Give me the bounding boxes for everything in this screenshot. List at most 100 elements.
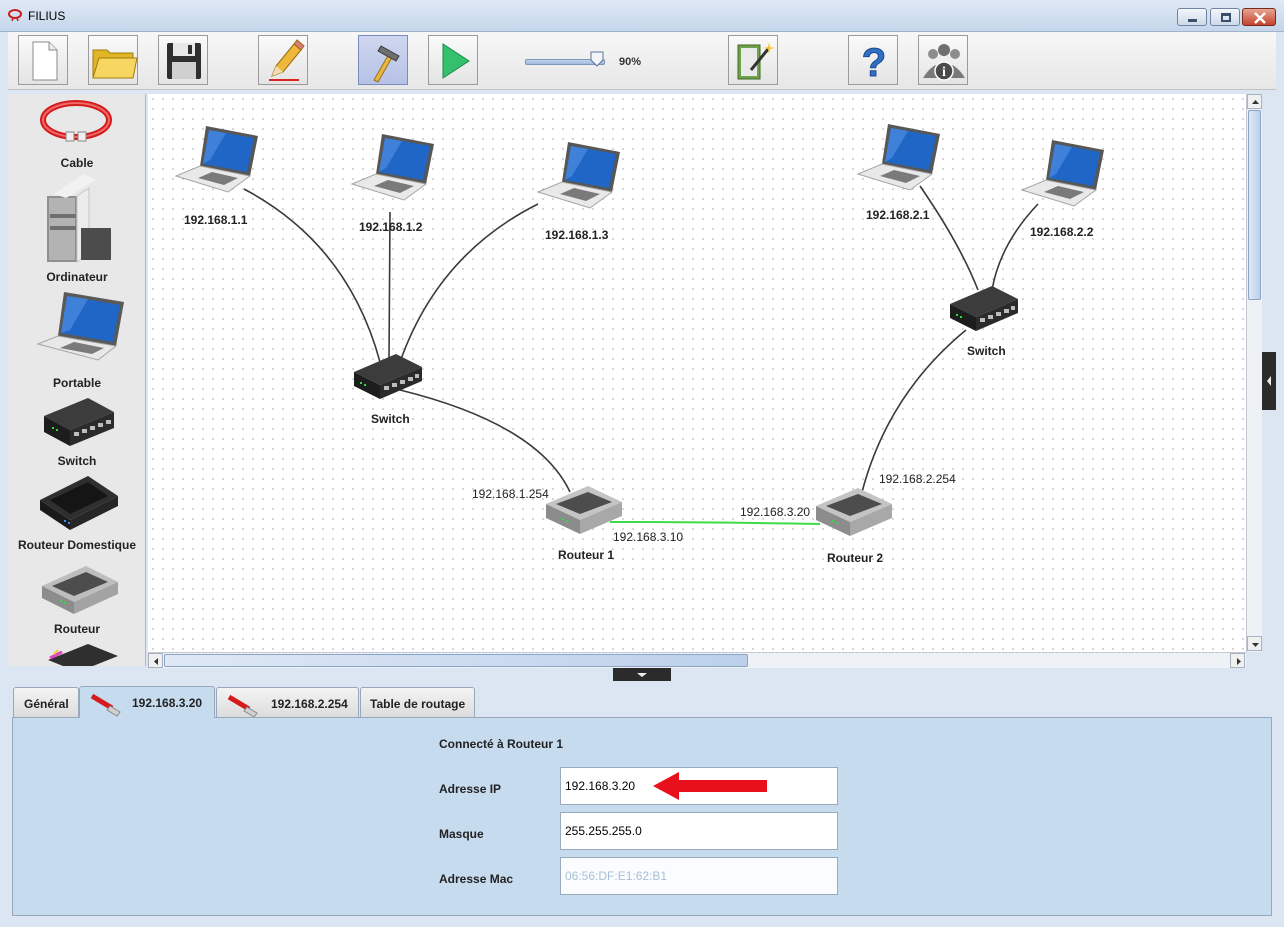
- cable-link-active: [609, 521, 821, 525]
- palette-computer[interactable]: [8, 170, 145, 269]
- palette-label: Routeur: [54, 622, 100, 636]
- scroll-left-button[interactable]: [148, 653, 163, 668]
- vertical-scroll-thumb[interactable]: [1248, 110, 1261, 300]
- cable-link: [399, 389, 571, 493]
- play-icon: [442, 43, 470, 79]
- filius-logo-icon: [8, 9, 22, 21]
- home-router-icon: [40, 476, 118, 530]
- simulation-button[interactable]: [428, 35, 478, 85]
- cable-link: [243, 188, 381, 363]
- build-mode-button[interactable]: [358, 35, 408, 85]
- wizard-button[interactable]: [728, 35, 778, 85]
- palette-label: Switch: [57, 454, 97, 468]
- cable-icon: [40, 100, 112, 142]
- maximize-button[interactable]: [1210, 8, 1240, 26]
- node-label: 192.168.1.2: [359, 220, 423, 234]
- scroll-right-button[interactable]: [1230, 653, 1245, 668]
- subnet-mask-input[interactable]: [560, 812, 838, 850]
- interface-settings: Connecté à Routeur 1 Adresse IP Masque A…: [12, 717, 1272, 916]
- cable-plug-icon: [90, 693, 121, 717]
- node-label: 192.168.1.3: [545, 228, 609, 242]
- computer-tower-icon: [47, 174, 111, 263]
- bottom-panel-toggle[interactable]: [613, 668, 671, 681]
- properties-panel: Général 192.168.3.20 192.168.2.254 Table…: [8, 681, 1276, 921]
- node-label: 192.168.1.1: [184, 213, 248, 227]
- cable-link: [399, 203, 539, 363]
- open-file-button[interactable]: [88, 35, 138, 85]
- tab-interface-192-168-2-254[interactable]: 192.168.2.254: [216, 687, 359, 718]
- cable-link: [919, 185, 979, 291]
- zoom-slider[interactable]: [525, 59, 605, 65]
- palette-cable[interactable]: [8, 96, 145, 154]
- arrow-left-icon: [1267, 376, 1271, 386]
- palette-home-router[interactable]: [8, 472, 145, 537]
- laptop-icon: [36, 292, 124, 361]
- scroll-down-button[interactable]: [1247, 636, 1262, 651]
- wizard-icon: [737, 42, 775, 80]
- node-label: Switch: [371, 412, 410, 426]
- tab-general[interactable]: Général: [13, 687, 79, 717]
- palette-router[interactable]: [8, 560, 145, 623]
- palette-laptop[interactable]: [8, 288, 145, 369]
- help-button[interactable]: ?: [848, 35, 898, 86]
- tab-label: Général: [24, 697, 69, 711]
- toolbar: 90% ? i: [8, 32, 1276, 90]
- router-icon: [42, 566, 118, 614]
- pencil-icon: [269, 39, 305, 81]
- subnet-mask-label: Masque: [439, 827, 484, 841]
- tab-routing-table[interactable]: Table de routage: [360, 687, 475, 717]
- info-icon: i: [923, 44, 965, 81]
- palette-modem[interactable]: [8, 642, 145, 666]
- node-label: 192.168.2.1: [866, 208, 930, 222]
- side-panel-toggle[interactable]: [1262, 352, 1276, 410]
- window-title: FILIUS: [28, 9, 66, 23]
- network-canvas[interactable]: 192.168.1.1 192.168.1.2 192.168.1.3 192.…: [148, 94, 1246, 652]
- zoom-slider-thumb[interactable]: [590, 51, 604, 67]
- node-label: 192.168.2.2: [1030, 225, 1094, 239]
- connected-to-label: Connecté à Routeur 1: [439, 737, 564, 751]
- cable-link: [861, 329, 967, 493]
- restore-icon: [1221, 13, 1231, 22]
- palette-switch[interactable]: [8, 394, 145, 453]
- switch-node[interactable]: [948, 284, 1022, 334]
- arrow-right-icon: [1237, 658, 1241, 665]
- design-mode-button[interactable]: [258, 35, 308, 85]
- new-file-icon: [32, 41, 58, 81]
- tab-interface-192-168-3-20[interactable]: 192.168.3.20: [79, 686, 215, 718]
- switch-icon: [44, 398, 114, 446]
- laptop-node[interactable]: [1018, 138, 1108, 218]
- save-button[interactable]: [158, 35, 208, 85]
- scroll-up-button[interactable]: [1247, 94, 1262, 109]
- close-button[interactable]: [1242, 8, 1276, 26]
- interface-label: 192.168.3.20: [740, 505, 811, 519]
- save-disk-icon: [167, 43, 201, 79]
- horizontal-scrollbar[interactable]: [148, 652, 1246, 668]
- minimize-button[interactable]: [1177, 8, 1207, 26]
- help-icon: ?: [861, 41, 886, 86]
- router-node[interactable]: [544, 482, 626, 544]
- cable-link: [991, 203, 1039, 291]
- hammer-icon: [373, 45, 400, 83]
- router-node[interactable]: [814, 484, 896, 546]
- component-palette: Cable Ordinateur Portable: [8, 94, 146, 666]
- laptop-node[interactable]: [348, 132, 438, 212]
- red-arrow-annotation: [653, 772, 767, 800]
- interface-label: 192.168.2.254: [879, 472, 956, 486]
- laptop-node[interactable]: [534, 140, 624, 220]
- new-file-button[interactable]: [18, 35, 68, 85]
- node-label: Switch: [967, 344, 1006, 358]
- svg-text:?: ?: [862, 41, 886, 85]
- network-links: [243, 185, 1039, 525]
- laptop-node[interactable]: [854, 122, 944, 202]
- palette-label: Ordinateur: [46, 270, 108, 284]
- interface-label: 192.168.1.254: [472, 487, 549, 501]
- switch-node[interactable]: [352, 352, 426, 402]
- palette-label: Portable: [52, 376, 101, 390]
- vertical-scrollbar[interactable]: [1246, 94, 1262, 652]
- title-bar: FILIUS: [0, 0, 1284, 32]
- info-button[interactable]: i: [918, 35, 968, 85]
- laptop-node[interactable]: [172, 124, 262, 204]
- zoom-label: 90%: [619, 56, 642, 68]
- tab-label: 192.168.2.254: [271, 697, 348, 711]
- horizontal-scroll-thumb[interactable]: [164, 654, 748, 667]
